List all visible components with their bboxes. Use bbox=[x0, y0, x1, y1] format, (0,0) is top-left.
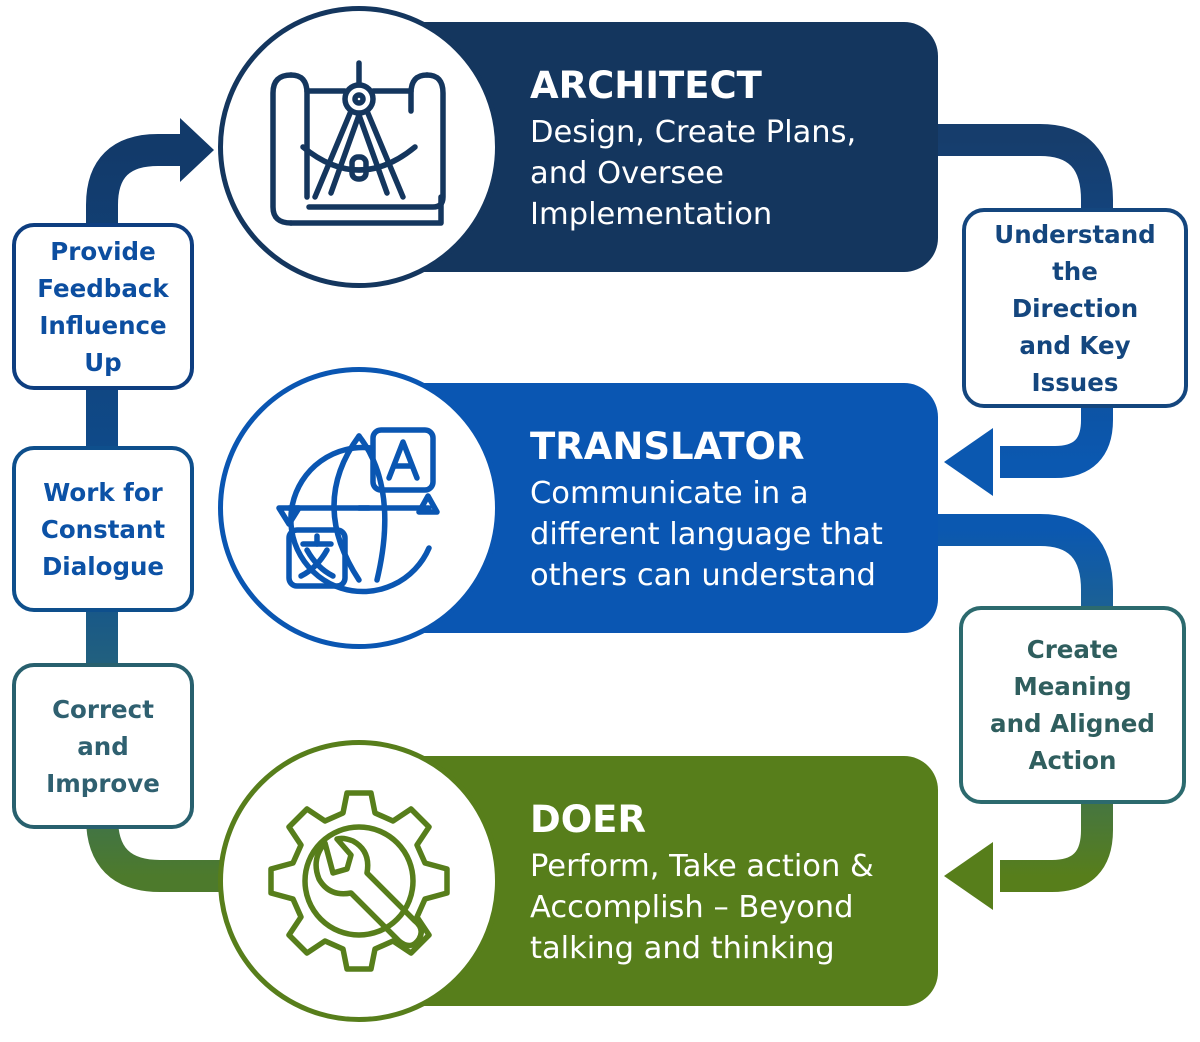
step-dialogue-label: Work for Constant Dialogue bbox=[40, 477, 166, 581]
arrow-translator-to-doer bbox=[930, 514, 1113, 910]
step-constant-dialogue: Work for Constant Dialogue bbox=[12, 446, 194, 612]
doer-icon-circle bbox=[218, 740, 500, 1022]
description-line: Implementation bbox=[530, 197, 773, 232]
gear-wrench-icon bbox=[268, 790, 450, 972]
description-line: Communicate in a bbox=[530, 476, 809, 511]
globe-translate-icon bbox=[276, 427, 440, 595]
description-line: Accomplish – Beyond bbox=[530, 890, 854, 925]
description-line: Perform, Take action & bbox=[530, 849, 874, 884]
description-line: others can understand bbox=[530, 558, 876, 593]
step-create-label: Create Meaning and Aligned Action bbox=[990, 635, 1155, 775]
step-understand-direction: Understand the Direction and Key Issues bbox=[962, 208, 1188, 408]
step-create-meaning: Create Meaning and Aligned Action bbox=[959, 606, 1186, 804]
step-feedback-label: Provide Feedback Influence Up bbox=[37, 236, 169, 377]
architect-icon-circle bbox=[218, 6, 500, 288]
step-correct-improve: Correct and Improve bbox=[12, 663, 194, 829]
description-line: talking and thinking bbox=[530, 931, 835, 966]
arrow-architect-to-translator bbox=[930, 124, 1113, 496]
compass-blueprint-icon bbox=[270, 60, 446, 226]
translator-title: TRANSLATOR bbox=[530, 425, 805, 468]
translator-description: Communicate in a different language that o… bbox=[530, 473, 918, 596]
description-line: and Oversee bbox=[530, 156, 724, 191]
step-provide-feedback: Provide Feedback Influence Up bbox=[12, 223, 194, 390]
description-line: Design, Create Plans, bbox=[530, 115, 857, 150]
doer-description: Perform, Take action & Accomplish – Beyon… bbox=[530, 846, 918, 969]
step-understand-label: Understand the Direction and Key Issues bbox=[994, 219, 1156, 397]
description-line: different language that bbox=[530, 517, 883, 552]
translator-icon-circle bbox=[218, 367, 500, 649]
doer-title: DOER bbox=[530, 798, 646, 841]
architect-title: ARCHITECT bbox=[530, 64, 762, 107]
step-correct-label: Correct and Improve bbox=[46, 694, 160, 798]
